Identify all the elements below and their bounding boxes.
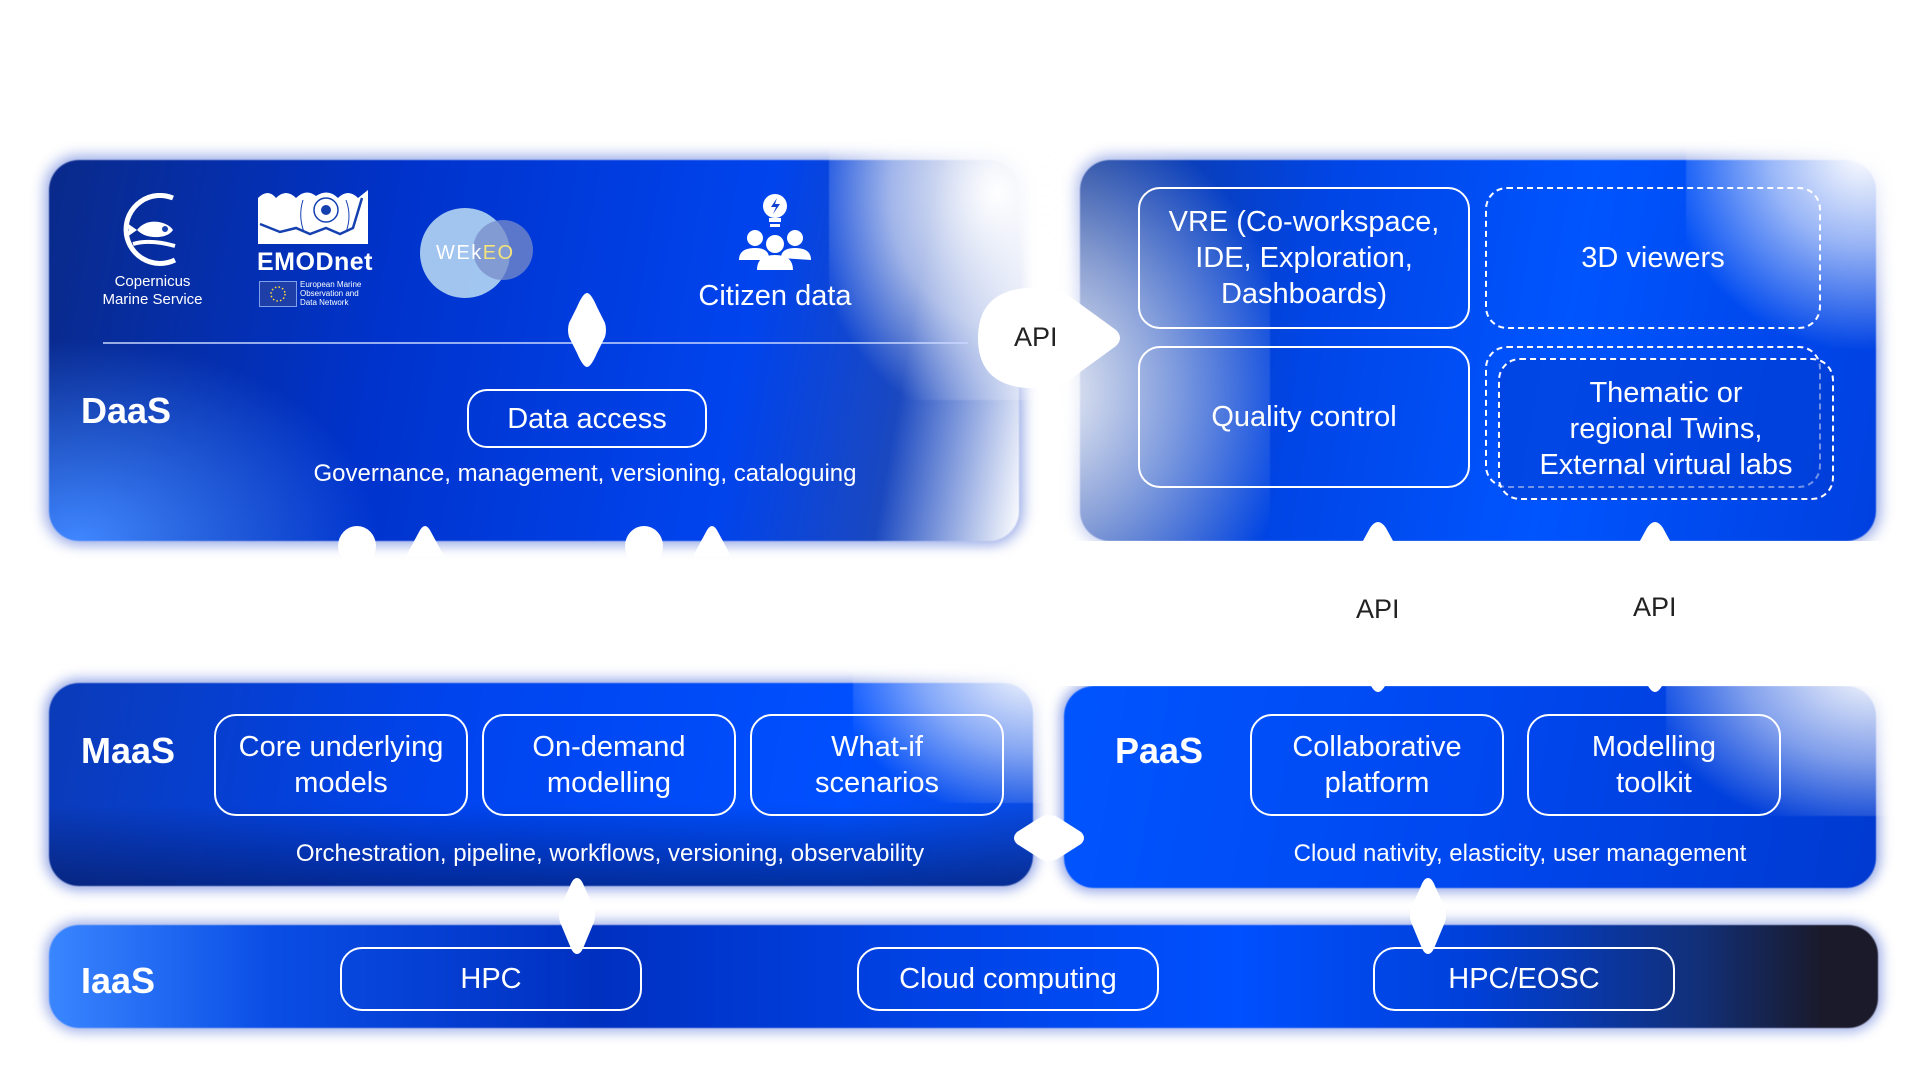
emodnet-subtitle: European Marine Observation and Data Net… — [300, 280, 361, 307]
wekeo-circle-small — [473, 220, 533, 280]
api-main-label: API — [1014, 322, 1058, 352]
wekeo-text-part2: EO — [482, 242, 515, 264]
quality-control-box[interactable]: Quality control — [1138, 346, 1470, 488]
paas-panel — [1064, 666, 1896, 888]
api-bubble-icon — [978, 287, 1120, 389]
emodnet-sub1: European Marine — [300, 280, 362, 289]
copernicus-fish-icon — [123, 192, 177, 266]
data-access-box[interactable]: Data access — [467, 389, 707, 448]
emodnet-seabed-icon — [258, 190, 368, 244]
paas-caption: Cloud nativity, elasticity, user managem… — [1293, 840, 1747, 867]
copernicus-line1: Copernicus — [114, 273, 191, 290]
maas-paas-connector-icon — [1014, 815, 1084, 861]
paas-iaas-connector-icon — [1410, 878, 1446, 954]
vre-box[interactable]: VRE (Co-workspace, IDE, Exploration, Das… — [1138, 187, 1470, 329]
paas-label: PaaS — [1115, 730, 1204, 771]
collaborative-platform-box[interactable]: Collaborative platform — [1250, 714, 1504, 816]
emodnet-title: EMODnet — [257, 248, 373, 276]
hpc-eosc-box[interactable]: HPC/EOSC — [1373, 947, 1675, 1011]
daas-label: DaaS — [81, 390, 172, 431]
api-right-label: API — [1633, 592, 1677, 622]
api-left-label: API — [1356, 594, 1400, 624]
copernicus-line2: Marine Service — [102, 291, 203, 308]
emodnet-sub2: Observation and — [300, 289, 359, 298]
cloud-computing-box[interactable]: Cloud computing — [857, 947, 1159, 1011]
emodnet-sub3: Data Network — [300, 298, 349, 307]
eu-flag-icon — [259, 281, 297, 307]
hpc-box[interactable]: HPC — [340, 947, 642, 1011]
citizen-data-icon — [739, 194, 811, 270]
api-connector-left-icon — [1358, 522, 1398, 692]
daas-caption: Governance, management, versioning, cata… — [313, 460, 857, 487]
maas-caption: Orchestration, pipeline, workflows, vers… — [295, 840, 925, 867]
citizen-data-label: Citizen data — [698, 280, 852, 312]
daas-panel — [49, 140, 1039, 541]
iaas-label: IaaS — [81, 960, 156, 1001]
wekeo-text-part1: WEk — [436, 242, 483, 264]
api-connector-right-icon — [1635, 522, 1675, 692]
core-models-box[interactable]: Core underlying models — [214, 714, 468, 816]
bidirectional-connector-icon — [568, 293, 606, 367]
maas-iaas-connector-icon — [559, 878, 595, 954]
what-if-scenarios-box[interactable]: What-if scenarios — [750, 714, 1004, 816]
daas-divider — [103, 342, 968, 344]
maas-label: MaaS — [81, 730, 176, 771]
maas-panel — [49, 663, 1053, 886]
on-demand-modelling-box[interactable]: On-demand modelling — [482, 714, 736, 816]
modelling-toolkit-box[interactable]: Modelling toolkit — [1527, 714, 1781, 816]
thematic-twins-box[interactable]: Thematic or regional Twins, External vir… — [1498, 358, 1834, 500]
3d-viewers-box[interactable]: 3D viewers — [1485, 187, 1821, 329]
